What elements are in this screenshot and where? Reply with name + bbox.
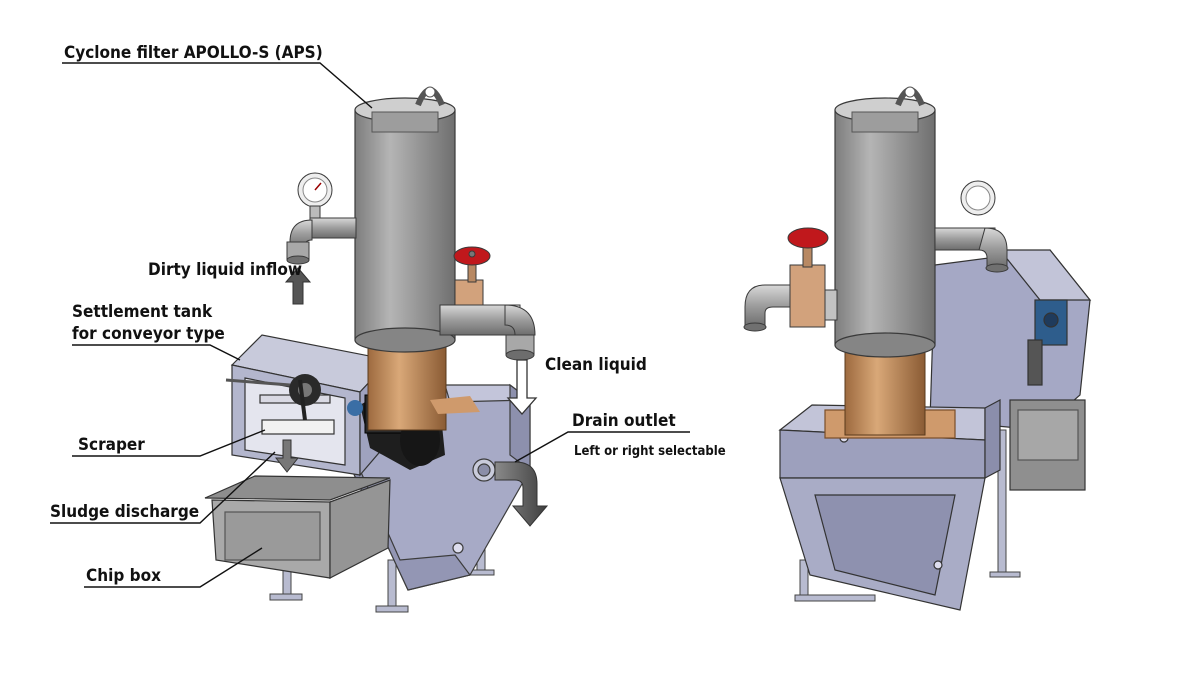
label-drain-outlet: Drain outlet (572, 411, 676, 431)
label-sludge: Sludge discharge (50, 502, 199, 522)
clean-liquid-arrow-icon (506, 359, 538, 415)
label-clean-liquid: Clean liquid (545, 355, 647, 375)
label-scraper: Scraper (78, 435, 145, 455)
label-settlement-1: Settlement tank (72, 302, 213, 322)
leader-drain (514, 431, 690, 463)
right-handwheel-icon (787, 227, 829, 249)
drain-arrow-icon (494, 461, 549, 527)
inlet-pipe (286, 172, 357, 265)
label-settlement-2: for conveyor type (72, 324, 225, 344)
leader-sludge (50, 451, 276, 524)
labels: Cyclone filter APOLLO-S (APS) Dirty liqu… (50, 43, 726, 586)
sprocket (289, 374, 321, 421)
label-chip-box: Chip box (86, 566, 161, 586)
sludge-arrow-icon (274, 439, 300, 473)
flow-arrows (274, 267, 549, 527)
right-cyclone-cylinder (834, 86, 936, 358)
left-unit (204, 86, 549, 613)
right-unit (743, 86, 1092, 611)
leader-settlement (72, 344, 241, 361)
outlet-valve (439, 246, 536, 361)
left-stand (269, 544, 495, 613)
copper-flange (430, 396, 480, 414)
right-tank-body (778, 399, 1001, 611)
leader-chip-box (84, 547, 263, 588)
label-dirty-inflow: Dirty liquid inflow (148, 260, 302, 280)
label-cyclone: Cyclone filter APOLLO-S (APS) (64, 43, 323, 63)
leader-scraper (72, 429, 266, 457)
right-stand (794, 429, 1021, 602)
leader-lines (50, 62, 690, 588)
leader-cyclone (62, 62, 373, 109)
chip-box (204, 475, 391, 579)
right-inlet-pipe (934, 180, 1009, 273)
right-conveyor-body (929, 249, 1092, 491)
label-drain-note: Left or right selectable (574, 444, 726, 459)
dirty-inflow-arrow-icon (284, 267, 312, 305)
right-outlet-valve (743, 227, 838, 332)
